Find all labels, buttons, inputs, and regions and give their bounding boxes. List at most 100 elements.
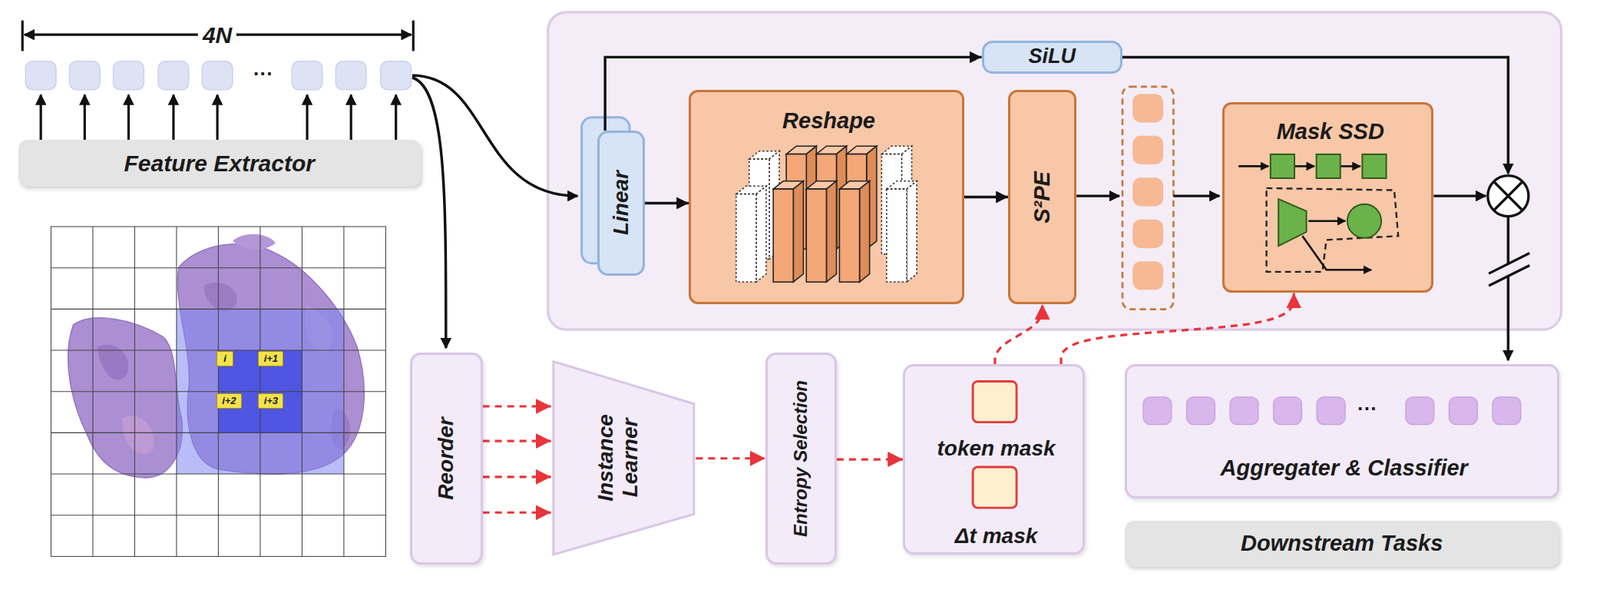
mask-box: token mask Δt mask [902, 363, 1085, 554]
feature-token [201, 61, 233, 90]
feature-token [291, 61, 323, 90]
node-label: token mask [936, 436, 1055, 461]
node-label: i [223, 353, 227, 365]
mask-signal-arrow [836, 457, 903, 460]
slide-image [232, 234, 276, 250]
process-box: Feature Extractor [18, 139, 421, 187]
state-square [1362, 154, 1387, 179]
extract-arrow [83, 95, 86, 140]
mask-signal-arrow [482, 475, 552, 478]
node-label: S²PE [1029, 171, 1055, 224]
feature-token [113, 61, 145, 90]
mask-signal-arrow [482, 511, 552, 514]
aggregate-token [1405, 396, 1435, 425]
dotted-cuboid [906, 181, 917, 282]
reshape-block: Reshape [688, 89, 965, 305]
mask-square [972, 381, 1017, 423]
dimension-arrow [412, 20, 415, 52]
mask-signal-arrow [695, 456, 765, 460]
dotted-cuboid [756, 185, 767, 282]
flow-arrow [1173, 194, 1220, 197]
extract-arrow [394, 95, 397, 140]
patch-tag: i+2 [216, 393, 242, 409]
dotted-cuboid [736, 194, 757, 282]
node-label: Linear [608, 170, 634, 235]
sequence-column [1122, 86, 1174, 310]
classifier-box: Aggregater & Classifier [1124, 363, 1560, 498]
state-square [1270, 154, 1295, 179]
flow-arrow [964, 195, 1009, 199]
state-arrow [1308, 219, 1346, 222]
slide-image [122, 415, 154, 454]
multiply-symbol [1494, 181, 1523, 211]
dotted-cuboid [736, 185, 767, 282]
aggregate-token [1186, 396, 1215, 425]
mask-signal-arrow [482, 404, 552, 407]
node-label: Feature Extractor [124, 149, 315, 177]
sequence-column [1122, 86, 1174, 310]
sequence-column [1132, 177, 1164, 206]
flow-arrow [1076, 194, 1120, 197]
aggregate-token [1229, 396, 1259, 425]
feature-cuboid [793, 181, 804, 282]
extract-arrow [215, 95, 219, 140]
multiply-symbol [1487, 175, 1529, 217]
feature-cuboid [826, 181, 837, 282]
break-mark [1488, 253, 1530, 275]
mask-signal-arrow [482, 439, 552, 442]
token-flow-arrow [412, 75, 578, 348]
slide-image [68, 317, 183, 478]
slide-image [50, 226, 386, 556]
learner-trapezoid: Instance Learner [551, 359, 697, 557]
aggregate-token [1492, 396, 1521, 425]
extract-arrow [305, 95, 308, 140]
feature-token [25, 61, 57, 90]
dimension-arrow [21, 20, 24, 52]
node-label: Δt mask [955, 523, 1039, 549]
sequence-column [1132, 135, 1164, 165]
task-box: Downstream Tasks [1124, 520, 1560, 567]
node-label: Reorder [433, 416, 459, 500]
multiply-symbol [1487, 175, 1529, 217]
dotted-cuboid [886, 181, 917, 282]
aggregate-token [1448, 396, 1478, 425]
node-label: Instance Learner [593, 390, 643, 526]
feature-token [380, 61, 412, 90]
extract-arrow [350, 95, 353, 140]
break-mark [1488, 264, 1530, 286]
projection-trapezoid [1278, 198, 1306, 246]
extract-arrow [40, 95, 397, 140]
node-label: SiLU [1028, 45, 1077, 70]
extract-arrow [171, 95, 175, 140]
break-mark [1488, 253, 1530, 287]
feature-cuboid [806, 188, 827, 282]
feature-token [69, 61, 100, 90]
patch-tag: i+3 [257, 393, 284, 409]
state-arrow [1294, 165, 1315, 168]
node-label: Reshape [782, 109, 876, 135]
slide-image [204, 282, 238, 311]
feature-token [158, 61, 189, 90]
encoding-block: S²PE [1008, 89, 1077, 305]
slide-image [50, 432, 386, 434]
flow-arrow [1433, 194, 1486, 197]
multiply-symbol [1494, 181, 1523, 211]
node-label: Mask SSD [1276, 119, 1385, 145]
feature-cuboid [839, 188, 860, 282]
dimension-label: 4N [198, 22, 237, 48]
feature-token [25, 61, 411, 90]
ssd-block: Mask SSD [1222, 102, 1434, 294]
state-arrow [1302, 221, 1372, 271]
state-arrow [1340, 165, 1361, 168]
feature-token [335, 61, 367, 90]
ellipsis: ··· [253, 62, 274, 85]
aggregate-token [1143, 396, 1521, 425]
mask-signal-arrow [1061, 292, 1294, 364]
linear-layer: Linear [597, 130, 645, 276]
activation-box: SiLU [981, 40, 1123, 74]
extract-arrow [39, 95, 43, 140]
aggregate-token [1143, 396, 1172, 425]
mask-signal-arrow [995, 304, 1043, 364]
dashed-group [1266, 188, 1399, 272]
